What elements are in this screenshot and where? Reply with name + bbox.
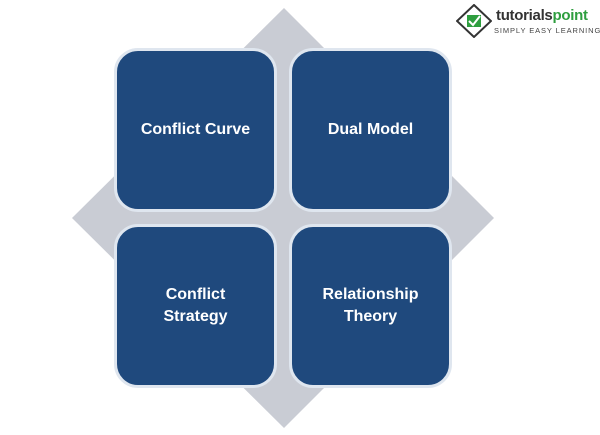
logo-tagline: SIMPLY EASY LEARNING: [494, 26, 600, 35]
quadrant-label: Relationship Theory: [322, 286, 419, 325]
quadrant-dual-model: Dual Model: [289, 48, 452, 212]
tutorialspoint-logo: tutorialspoint SIMPLY EASY LEARNING: [456, 4, 600, 42]
logo-name-2: point: [552, 7, 588, 24]
quadrant-conflict-curve: Conflict Curve: [114, 48, 277, 212]
quadrant-label: Dual Model: [327, 121, 414, 138]
quadrant-relationship-theory: Relationship Theory: [289, 224, 452, 388]
logo-icon: [456, 4, 492, 38]
quadrant-label: Conflict Strategy: [163, 286, 228, 325]
logo-name-1: tutorials: [496, 7, 553, 24]
quadrant-label: Conflict Curve: [140, 121, 251, 138]
quadrant-conflict-strategy: Conflict Strategy: [114, 224, 277, 388]
